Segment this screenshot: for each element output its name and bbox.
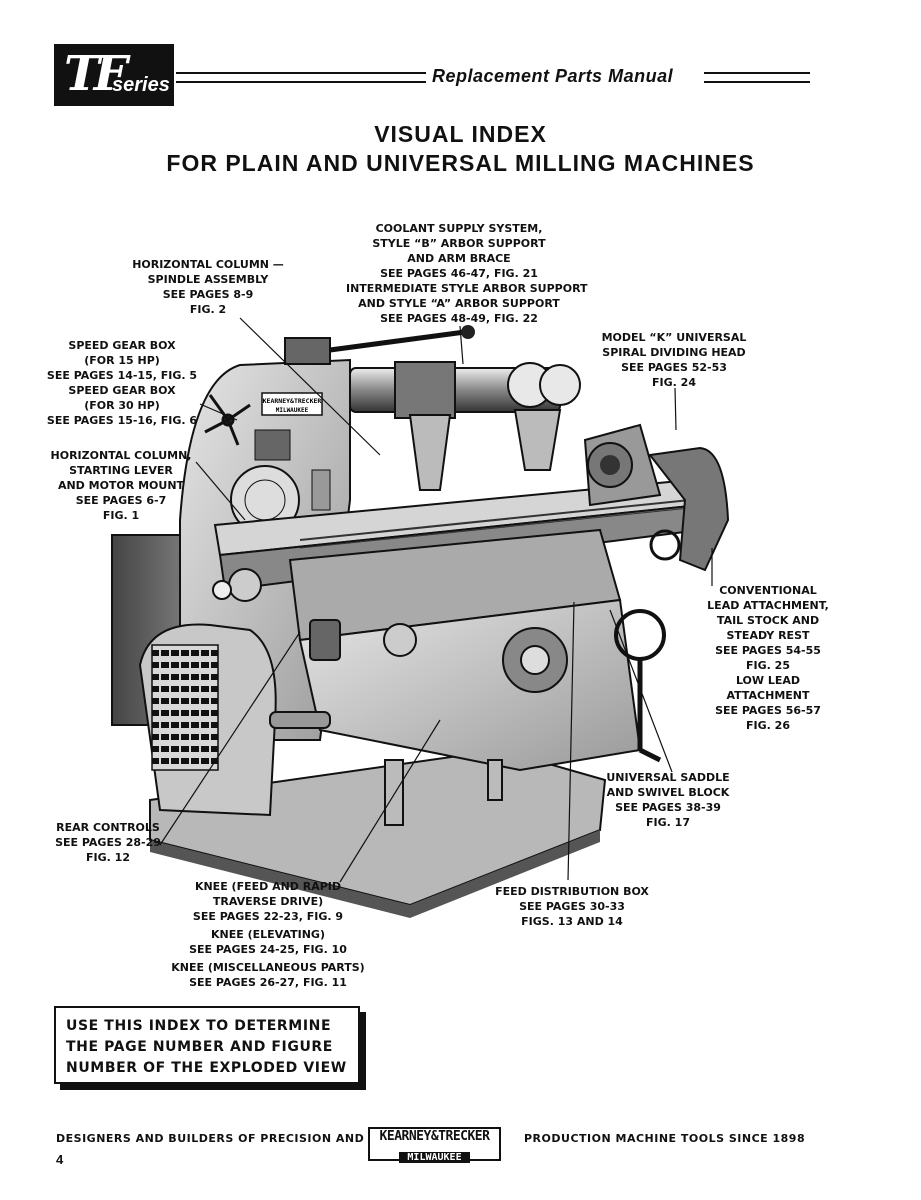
logo-tf-text: TF (64, 46, 128, 102)
plate-line1: KEARNEY&TRECKER (263, 397, 322, 405)
logo-company: KEARNEY&TRECKER (379, 1129, 490, 1144)
callout-dividing-head: MODEL “K” UNIVERSAL SPIRAL DIVIDING HEAD… (601, 331, 747, 389)
callout-saddle-swivel-block: UNIVERSAL SADDLE AND SWIVEL BLOCK SEE PA… (606, 771, 730, 829)
tf-series-logo: TF series (54, 44, 174, 106)
leader-lines (159, 317, 713, 883)
callout-speed-gear-box: SPEED GEAR BOX (FOR 15 HP) SEE PAGES 14-… (46, 339, 198, 427)
column-name-plate: KEARNEY&TRECKER MILWAUKEE (261, 392, 323, 416)
overarm (349, 361, 581, 491)
kearney-trecker-logo: KEARNEY&TRECKER MILWAUKEE (368, 1127, 501, 1163)
callout-knee: KNEE (FEED AND RAPID TRAVERSE DRIVE) SEE… (171, 880, 365, 989)
plate-line2: MILWAUKEE (276, 407, 309, 414)
callout-feed-distribution-box: FEED DISTRIBUTION BOX SEE PAGES 30-33 FI… (495, 885, 649, 928)
motor-guard (138, 623, 331, 817)
page-subtitle: FOR PLAIN AND UNIVERSAL MILLING MACHINES (166, 150, 755, 176)
callout-coolant-arbor-support: COOLANT SUPPLY SYSTEM, STYLE “B” ARBOR S… (346, 222, 588, 325)
header-rule-left (176, 72, 426, 83)
callout-lead-attachment: CONVENTIONAL LEAD ATTACHMENT, TAIL STOCK… (707, 584, 829, 732)
page-number: 4 (56, 1152, 64, 1167)
manual-title: Replacement Parts Manual (432, 66, 674, 86)
logo-series-text: series (112, 74, 170, 96)
dividing-head (583, 423, 730, 572)
vent-grille-icon (151, 644, 219, 771)
callout-starting-lever: HORIZONTAL COLUMN, STARTING LEVER AND MO… (50, 449, 192, 522)
callout-spindle-assembly: HORIZONTAL COLUMN — SPINDLE ASSEMBLY SEE… (132, 258, 284, 316)
logo-city: MILWAUKEE (399, 1152, 470, 1163)
saddle-and-knee (288, 528, 666, 772)
index-instruction-box: USE THIS INDEX TO DETERMINE THE PAGE NUM… (54, 1006, 360, 1084)
header-rule-right (704, 72, 810, 83)
callout-rear-controls: REAR CONTROLS SEE PAGES 28-29 FIG. 12 (55, 821, 161, 864)
footer-right-text: PRODUCTION MACHINE TOOLS SINCE 1898 (524, 1132, 806, 1145)
footer-left-text: DESIGNERS AND BUILDERS OF PRECISION AND (56, 1132, 365, 1145)
elevating-screw (384, 759, 503, 826)
knee-handwheel-icon (614, 609, 666, 661)
page-title: VISUAL INDEX (374, 121, 547, 147)
top-lever (284, 325, 475, 365)
